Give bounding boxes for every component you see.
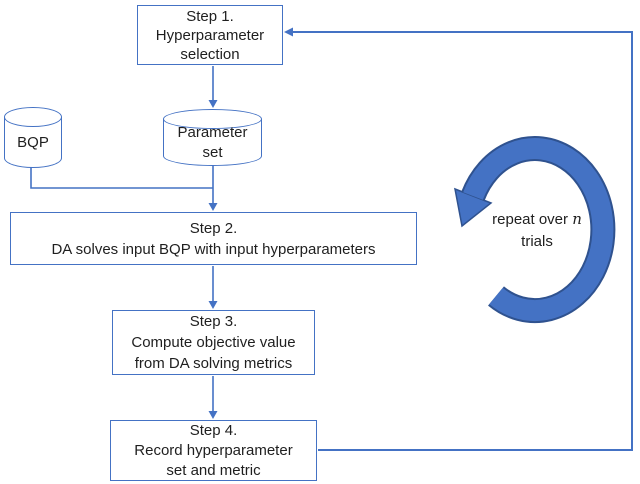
step4-line3: set and metric [166,461,261,479]
connector-bqp-to-step2 [30,167,213,189]
arrowhead-step1-to-parameter-set-icon [208,100,218,108]
arrowhead-step2-to-step3-icon [208,301,218,309]
repeat-loop-label-line2: trials [521,233,553,250]
step4-title: Step 4. [189,421,238,439]
parameter-set-datastore: Parameter set [163,109,262,166]
parameter-set-label-line1: Parameter [177,123,248,141]
step2-box: Step 2. DA solves input BQP with input h… [10,212,417,265]
step3-box: Step 3. Compute objective value from DA … [112,310,315,375]
step2-line2: DA solves input BQP with input hyperpara… [51,240,376,258]
step3-line3: from DA solving metrics [134,355,293,372]
arrowhead-step3-to-step4-icon [208,411,218,419]
repeat-loop-label: repeat over n trials [462,208,612,253]
bqp-label: BQP [17,133,49,151]
step4-box: Step 4. Record hyperparameter set and me… [110,420,317,481]
bqp-datastore: BQP [4,107,62,168]
step2-title: Step 2. [189,219,238,237]
parameter-set-label-line2: set [202,143,223,161]
arrowhead-parameter-set-to-step2-icon [208,203,218,211]
step4-line2: Record hyperparameter [134,441,293,459]
math-n-symbol: n [572,210,582,228]
step1-line2: Hyperparameter [155,26,265,44]
repeat-loop-arrow-icon [454,136,616,323]
step3-title: Step 3. [189,313,238,330]
repeat-loop-label-line1: repeat over n [492,210,582,228]
step3-line2: Compute objective value [131,334,296,351]
step1-box: Step 1. Hyperparameter selection [137,5,283,65]
step1-line3: selection [180,45,240,63]
parameter-set-cylinder-top [163,109,262,129]
step1-title: Step 1. [186,7,234,25]
feedback-arrowhead-icon [284,27,293,37]
bqp-cylinder-top [4,107,62,127]
feedback-loop-line [293,31,633,451]
